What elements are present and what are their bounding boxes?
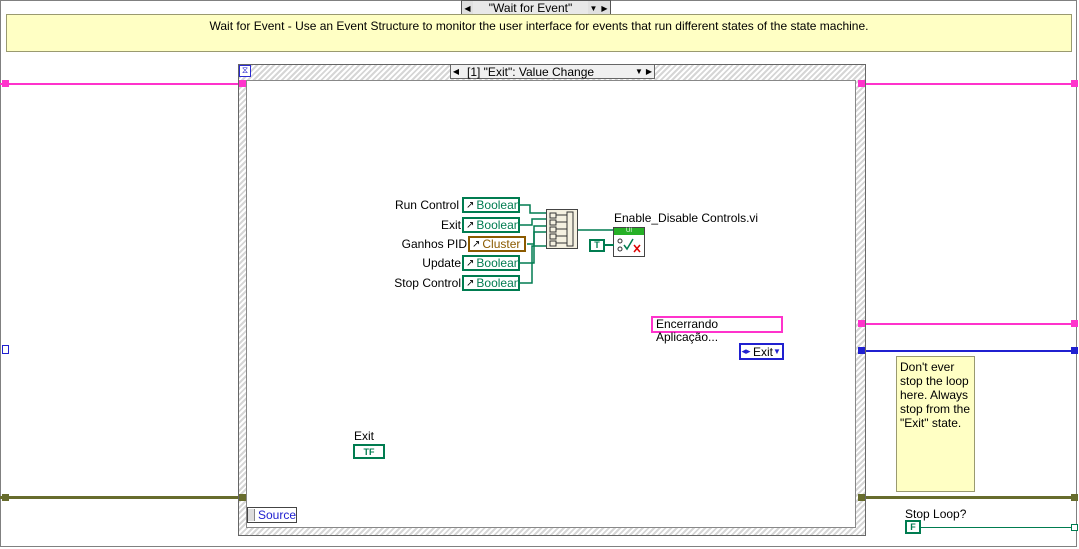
check-cross-icon — [617, 238, 641, 253]
source-label: Source — [257, 508, 296, 522]
tunnel-string-event-left — [239, 80, 246, 87]
tunnel-enum-mid — [858, 347, 865, 354]
control-label-stop-control: Stop Control — [394, 276, 461, 290]
reference-icon: ↗ — [466, 199, 475, 211]
build-array-icon — [549, 211, 574, 247]
reference-icon: ↗ — [466, 257, 475, 269]
enum-dropdown-icon[interactable]: ▼ — [773, 347, 781, 356]
run-control-reference[interactable]: ↗Boolean — [462, 197, 520, 213]
event-next-icon[interactable]: ▶ — [645, 67, 653, 76]
true-wire — [605, 244, 614, 246]
event-selector-label: [1] "Exit": Value Change — [467, 64, 595, 79]
terminal-type: Boolean — [476, 198, 521, 212]
control-label-ganhos-pid: Ganhos PID — [401, 237, 467, 251]
stop-loop-label: Stop Loop? — [905, 507, 967, 521]
case-selector-label: "Wait for Event" — [488, 1, 573, 15]
reference-icon: ↗ — [466, 219, 475, 231]
hourglass-icon[interactable]: ⧖ — [239, 65, 251, 77]
tunnel-enum-left — [2, 345, 9, 354]
event-prev-icon[interactable]: ◀ — [452, 67, 460, 76]
stop-wire — [921, 527, 1071, 528]
event-dropdown-icon[interactable]: ▼ — [635, 67, 643, 76]
exit-boolean-terminal[interactable]: TF — [353, 444, 385, 459]
stop-loop-false-constant[interactable]: F — [905, 520, 921, 534]
event-data-node[interactable]: Source — [247, 507, 297, 523]
tunnel-string-out — [1071, 320, 1078, 327]
event-structure-diagram — [246, 80, 856, 528]
terminal-type: Cluster — [482, 237, 521, 251]
tunnel-cluster-event-right — [858, 494, 865, 501]
reference-icon: ↗ — [466, 277, 475, 289]
update-reference[interactable]: ↗Boolean — [462, 255, 520, 271]
subvi-header: UI — [614, 228, 644, 235]
string-constant[interactable]: Encerrando Aplicação... — [651, 316, 783, 344]
case-prev-icon[interactable]: ◀ — [462, 1, 473, 15]
build-array-node[interactable] — [546, 209, 578, 249]
event-data-handle-icon — [248, 509, 255, 521]
comment-text: Wait for Event - Use an Event Structure … — [209, 19, 869, 33]
control-label-update: Update — [422, 256, 461, 270]
exit-reference[interactable]: ↗Boolean — [462, 217, 520, 233]
event-selector[interactable]: ◀ [1] "Exit": Value Change ▼ ▶ — [450, 64, 655, 79]
tunnel-cluster-right — [1071, 494, 1078, 501]
tunnel-string-right — [1071, 80, 1078, 87]
terminal-type: Boolean — [476, 276, 521, 290]
reference-icon: ↗ — [472, 238, 481, 250]
stop-terminal — [1071, 524, 1078, 531]
enum-wire-output — [784, 350, 1077, 352]
comment-bar: Wait for Event - Use an Event Structure … — [6, 14, 1072, 52]
enum-constant[interactable]: ◂▸ Exit ▼ — [739, 343, 784, 360]
terminal-type: Boolean — [476, 256, 521, 270]
case-dropdown-icon[interactable]: ▼ — [588, 1, 599, 15]
tunnel-string-mid — [858, 320, 865, 327]
true-constant[interactable]: T — [589, 239, 605, 252]
reference-wires — [520, 204, 613, 284]
exit-node-label: Exit — [354, 429, 375, 443]
tunnel-string-left — [2, 80, 9, 87]
tunnel-enum-out — [1071, 347, 1078, 354]
enum-arrows-icon: ◂▸ — [741, 346, 751, 356]
string-wire-output — [783, 323, 1077, 325]
note-comment: Don't ever stop the loop here. Always st… — [896, 356, 975, 492]
tunnel-string-event-right — [858, 80, 865, 87]
ganhos-pid-reference[interactable]: ↗Cluster — [468, 236, 526, 252]
subvi-label: Enable_Disable Controls.vi — [614, 211, 759, 225]
case-next-icon[interactable]: ▶ — [599, 1, 610, 15]
terminal-type: Boolean — [476, 218, 521, 232]
tunnel-cluster-left — [2, 494, 9, 501]
control-label-run-control: Run Control — [394, 198, 459, 212]
stop-control-reference[interactable]: ↗Boolean — [462, 275, 520, 291]
enum-value: Exit — [752, 344, 773, 359]
tunnel-cluster-event-left — [239, 494, 246, 501]
enable-disable-controls-subvi[interactable]: UI — [613, 227, 645, 257]
control-label-exit: Exit — [440, 218, 461, 232]
